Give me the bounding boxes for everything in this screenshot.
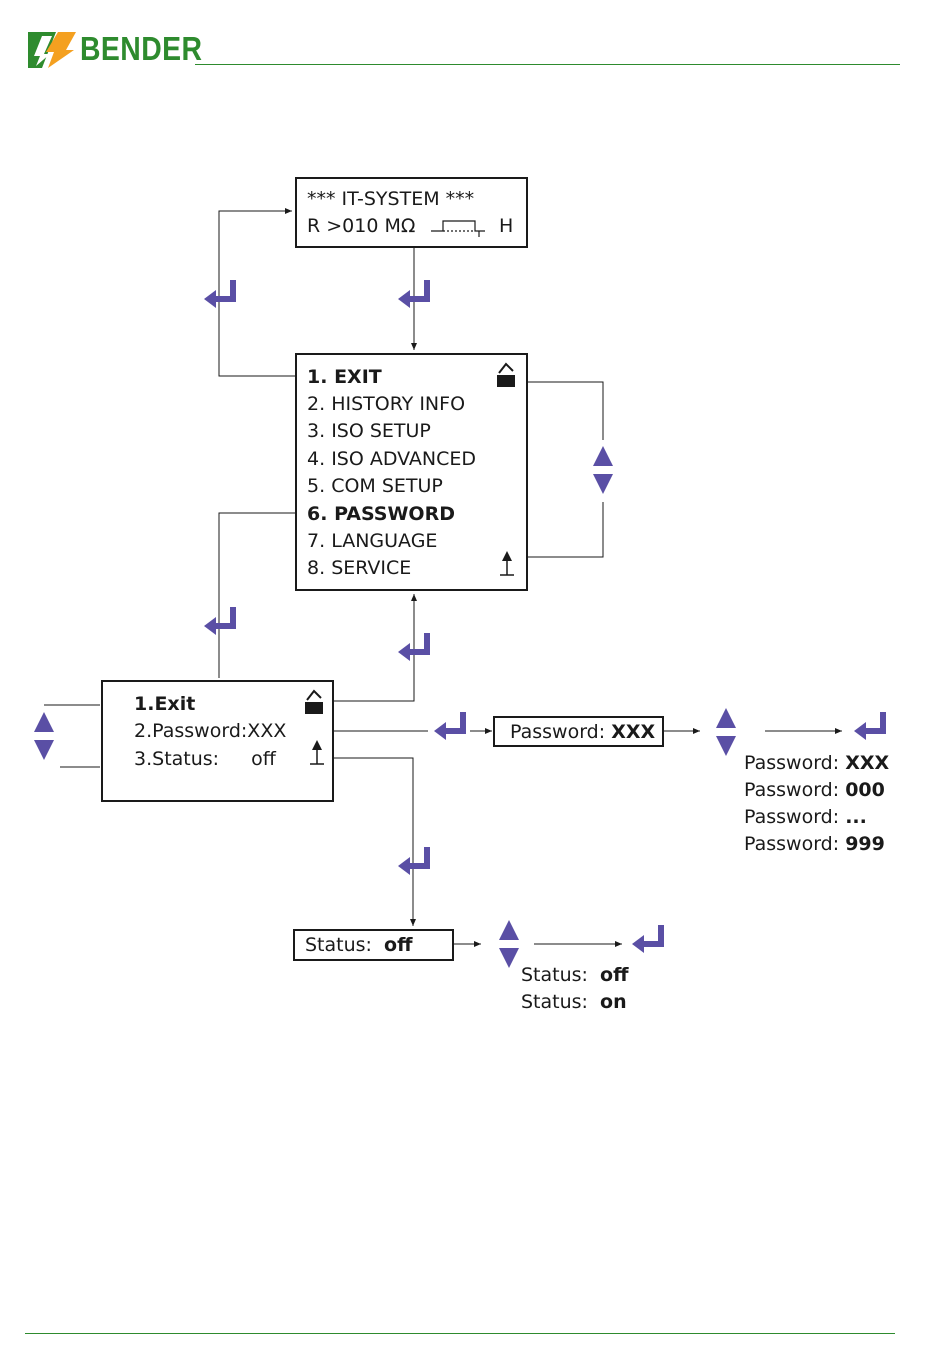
- status-option: Status: on: [521, 989, 629, 1016]
- display-it-system: *** IT-SYSTEM *** R >010 MΩ H: [295, 177, 528, 248]
- enter-key-icon: [204, 607, 236, 635]
- display-line1: *** IT-SYSTEM ***: [307, 186, 474, 213]
- up-down-arrow-icon: [593, 446, 613, 494]
- menu-item-service[interactable]: 8. SERVICE: [307, 555, 411, 582]
- enter-key-icon: [398, 633, 430, 661]
- enter-key-icon: [434, 712, 466, 740]
- display-h: H: [499, 213, 513, 240]
- status-options: Status: off Status: on: [521, 962, 629, 1016]
- submenu-item-exit[interactable]: 1.Exit: [134, 691, 195, 718]
- enter-key-icon: [398, 280, 430, 308]
- enter-key-icon: [204, 280, 236, 308]
- up-down-arrow-icon: [499, 920, 519, 968]
- password-option: Password: 999: [744, 831, 889, 858]
- password-entry-label: Password:: [510, 721, 605, 743]
- password-option: Password: ...: [744, 804, 889, 831]
- menu-item-language[interactable]: 7. LANGUAGE: [307, 528, 437, 555]
- menu-item-iso-advanced[interactable]: 4. ISO ADVANCED: [307, 446, 476, 473]
- pulse-waveform-icon: [429, 217, 487, 239]
- status-entry-box[interactable]: Status: off: [293, 929, 454, 961]
- password-options: Password: XXX Password: 000 Password: ..…: [744, 750, 889, 858]
- status-option: Status: off: [521, 962, 629, 989]
- upload-icon: [497, 549, 517, 579]
- menu-item-iso-setup[interactable]: 3. ISO SETUP: [307, 418, 431, 445]
- password-option: Password: XXX: [744, 750, 889, 777]
- password-entry-value: XXX: [611, 721, 655, 743]
- status-entry-label: Status:: [305, 934, 372, 956]
- unlock-icon: [495, 361, 517, 389]
- menu-item-com-setup[interactable]: 5. COM SETUP: [307, 473, 443, 500]
- unlock-icon: [303, 688, 325, 716]
- menu-item-history-info[interactable]: 2. HISTORY INFO: [307, 391, 465, 418]
- password-entry-box[interactable]: Password: XXX: [493, 716, 664, 747]
- menu-item-exit[interactable]: 1. EXIT: [307, 364, 382, 391]
- status-entry-value: off: [384, 934, 412, 956]
- upload-icon: [307, 738, 327, 768]
- enter-key-icon: [632, 925, 664, 953]
- main-menu: 1. EXIT 2. HISTORY INFO 3. ISO SETUP 4. …: [295, 353, 528, 591]
- enter-key-icon: [398, 847, 430, 875]
- enter-key-icon: [854, 712, 886, 740]
- display-resistance: R >010 MΩ: [307, 213, 415, 240]
- up-down-arrow-icon: [716, 708, 736, 756]
- submenu-item-password[interactable]: 2.Password:XXX: [134, 718, 286, 745]
- up-down-arrow-icon: [34, 712, 54, 760]
- submenu-item-status[interactable]: 3.Status:off: [134, 746, 276, 773]
- menu-item-password[interactable]: 6. PASSWORD: [307, 501, 455, 528]
- password-option: Password: 000: [744, 777, 889, 804]
- password-menu: 1.Exit 2.Password:XXX 3.Status:off: [101, 680, 334, 802]
